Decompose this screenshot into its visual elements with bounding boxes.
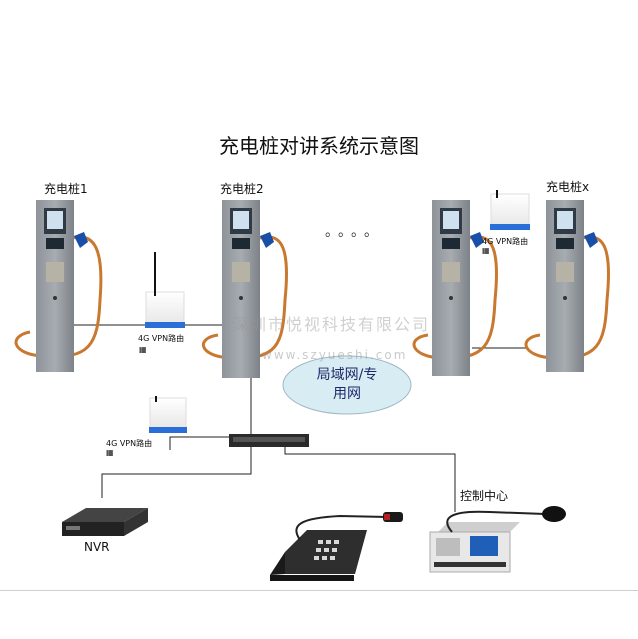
company-watermark: 深圳市悦视科技有限公司 — [232, 315, 431, 334]
charger-2-label: 充电桩2 — [220, 182, 264, 196]
charger-1-label: 充电桩1 — [44, 182, 88, 196]
network-label: 局域网/专 用网 — [297, 366, 397, 404]
ellipsis-dots: 。。。。 — [325, 224, 384, 240]
router-2-device — [490, 190, 530, 230]
router-3-label: 4G VPN路由 — [106, 439, 153, 448]
router-1-label: 4G VPN路由 — [138, 334, 185, 343]
control-console-device — [429, 506, 566, 573]
charger-1-device — [14, 200, 103, 372]
network-label-line1: 局域网/专 — [316, 367, 378, 383]
sim-icon: ▦ — [482, 246, 490, 255]
network-cloud — [282, 355, 412, 415]
charger-3-device — [412, 200, 499, 376]
sim-icon: ▦ — [139, 345, 147, 354]
network-switch — [229, 434, 309, 447]
page-title: 充电桩对讲系统示意图 — [219, 134, 419, 158]
bottom-divider — [0, 590, 638, 591]
router-2-label: 4G VPN路由 — [482, 237, 529, 246]
nvr-device — [62, 508, 148, 536]
sim-icon: ▦ — [106, 448, 114, 457]
charger-x-device — [524, 200, 611, 372]
network-label-line2: 用网 — [333, 386, 361, 402]
url-watermark: www.szyueshi.com — [262, 348, 408, 362]
nvr-label: NVR — [84, 540, 110, 554]
charger-2-device — [201, 200, 289, 378]
router-1-device — [145, 252, 185, 328]
microphone-keypad-device — [270, 512, 403, 581]
control-center-label: 控制中心 — [460, 489, 509, 503]
router-3-device — [149, 396, 187, 433]
charger-x-label: 充电桩x — [546, 180, 590, 194]
